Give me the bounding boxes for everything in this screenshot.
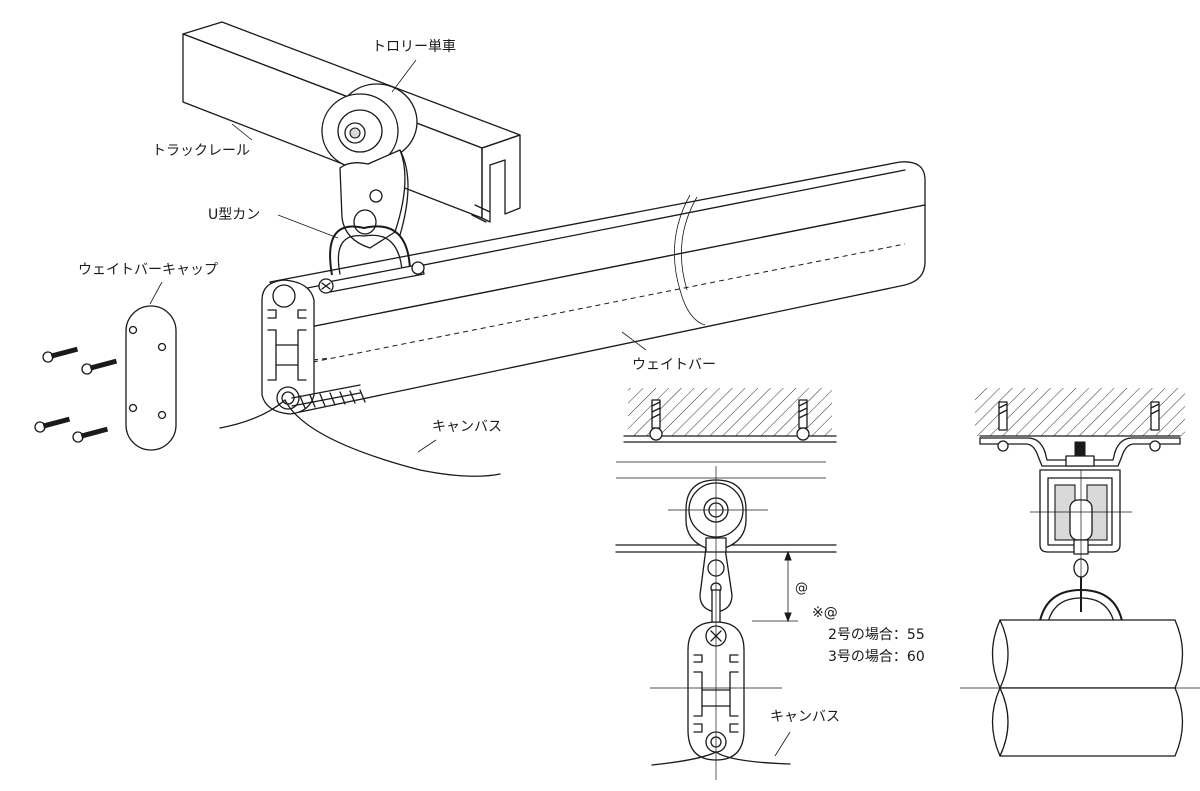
weight-bar-cap [125,305,177,451]
label-note-size2: 2号の場合：55 [828,627,925,643]
label-track-rail: トラックレール [152,143,250,159]
label-weight-bar: ウェイトバー [632,357,716,373]
cap-screws [34,346,118,443]
dimension-at [752,550,798,623]
front-view-ceiling [615,388,837,553]
weight-bar [261,161,926,415]
side-view-weight-bar [960,470,1200,757]
side-view-ceiling [975,388,1185,467]
front-view-centerlines [650,466,782,780]
label-note-size3: 3号の場合：60 [828,649,925,665]
leader-lines [149,59,791,757]
label-trolley: トロリー単車 [372,39,456,55]
canvas-wire [219,194,706,477]
label-dimension-mark: @ [795,581,808,596]
label-u-shackle: U型カン [208,207,261,223]
side-view-rail-trolley [1039,441,1121,612]
front-view-anchor-screws [649,399,810,441]
u-shackle [318,225,425,294]
label-weight-bar-cap: ウェイトバーキャップ [78,262,218,278]
label-canvas-front: キャンバス [770,709,840,725]
label-canvas-main: キャンバス [432,419,502,435]
trolley [321,83,418,249]
end-screw-bolt [291,384,366,409]
label-note-mark: ※@ [812,605,838,621]
front-view-weight-bar [651,621,791,766]
